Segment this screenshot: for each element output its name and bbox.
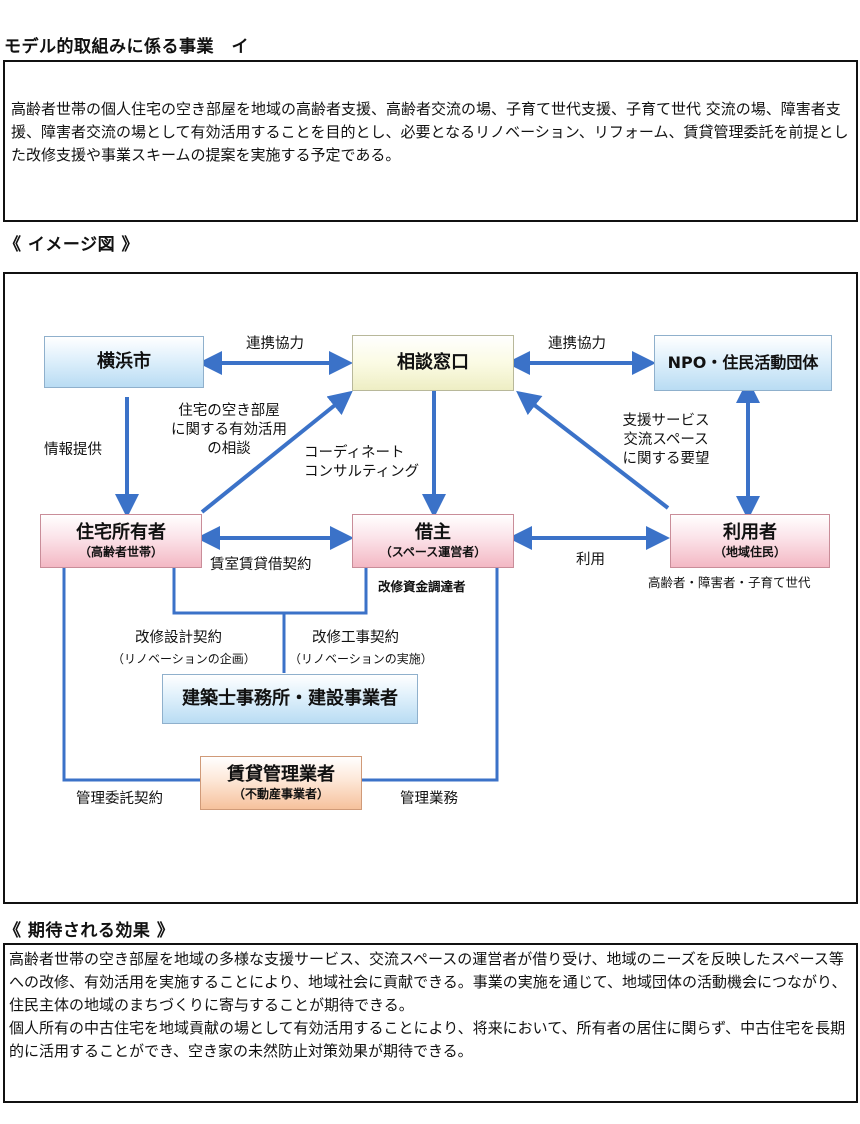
label-coordinate: コーディネート コンサルティング: [304, 444, 419, 482]
effect-text: 高齢者世帯の空き部屋を地域の多様な支援サービス、交流スペースの運営者が借り受け、…: [9, 948, 855, 1063]
description-frame: 高齢者世帯の個人住宅の空き部屋を地域の高齢者支援、高齢者交流の場、子育て世代支援…: [3, 60, 858, 222]
node-owner: 住宅所有者 （高齢者世帯）: [40, 514, 202, 568]
label-riyou: 利用: [576, 552, 605, 568]
arrow-owner-soudan: [200, 390, 353, 514]
label-akibeya: 住宅の空き部屋 に関する有効活用 の相談: [160, 402, 298, 459]
node-owner-sublabel: （高齢者世帯）: [78, 545, 163, 559]
line-owner-kanri: [62, 566, 200, 782]
node-karinushi-sublabel: （スペース運営者）: [379, 545, 487, 559]
arrow-riyousha-soudan: [516, 390, 670, 510]
label-coordinate-1: コーディネート: [304, 445, 405, 461]
label-shien-3: に関する要望: [622, 451, 710, 467]
node-soudan-label: 相談窓口: [397, 352, 469, 373]
label-kanri-gyomu: 管理業務: [400, 791, 458, 807]
node-kanri: 賃貸管理業者 （不動産事業者）: [200, 756, 362, 810]
label-shien-2: 交流スペース: [623, 432, 709, 448]
node-karinushi-label: 借主: [415, 522, 451, 543]
section-heading-business: モデル的取組みに係る事業 イ: [4, 37, 249, 57]
label-kouji-sub: （リノベーションの実施）: [289, 652, 433, 666]
label-sekkei: 改修設計契約: [135, 630, 222, 646]
node-yokohama: 横浜市: [44, 336, 204, 388]
effect-paragraph-1: 高齢者世帯の空き部屋を地域の多様な支援サービス、交流スペースの運営者が借り受け、…: [9, 950, 847, 1014]
label-akibeya-1: 住宅の空き部屋: [178, 403, 280, 419]
node-soudan: 相談窓口: [352, 335, 514, 391]
label-shien-1: 支援サービス: [622, 413, 710, 429]
label-shien: 支援サービス 交流スペース に関する要望: [606, 412, 726, 469]
node-kenchiku: 建築士事務所・建設事業者: [162, 674, 418, 724]
label-akibeya-2: に関する有効活用: [171, 422, 287, 438]
label-renkei-left: 連携協力: [246, 336, 304, 352]
node-yokohama-label: 横浜市: [97, 351, 151, 372]
label-kanri-itaku: 管理委託契約: [76, 791, 163, 807]
node-kanri-label: 賃貸管理業者: [227, 764, 335, 785]
label-users-types: 高齢者・障害者・子育て世代: [648, 575, 811, 590]
node-kenchiku-label: 建築士事務所・建設事業者: [182, 688, 398, 709]
line-karinushi-kanri: [362, 566, 499, 782]
description-text: 高齢者世帯の個人住宅の空き部屋を地域の高齢者支援、高齢者交流の場、子育て世代支援…: [11, 100, 849, 164]
section-heading-effect: 《 期待される効果 》: [4, 921, 175, 941]
section-heading-image: 《 イメージ図 》: [4, 235, 139, 255]
node-riyousha-sublabel: （地域住民）: [713, 545, 786, 559]
node-npo: NPO・住民活動団体: [654, 335, 832, 391]
label-joho: 情報提供: [44, 442, 102, 458]
effect-frame: 高齢者世帯の空き部屋を地域の多様な支援サービス、交流スペースの運営者が借り受け、…: [3, 943, 858, 1103]
label-sekkei-sub: （リノベーションの企画）: [112, 652, 256, 666]
node-riyousha-label: 利用者: [723, 522, 777, 543]
label-shikin: 改修資金調達者: [378, 579, 466, 594]
label-renkei-right: 連携協力: [548, 336, 606, 352]
line-kaishu-bracket: [172, 566, 368, 615]
node-karinushi: 借主 （スペース運営者）: [352, 514, 514, 568]
diagram-frame: [3, 272, 858, 904]
node-npo-label: NPO・住民活動団体: [667, 353, 819, 372]
label-kouji: 改修工事契約: [312, 630, 399, 646]
node-riyousha: 利用者 （地域住民）: [670, 514, 830, 568]
node-owner-label: 住宅所有者: [76, 522, 166, 543]
effect-paragraph-2: 個人所有の中古住宅を地域貢献の場として有効活用することにより、将来において、所有…: [9, 1019, 846, 1060]
label-coordinate-2: コンサルティング: [304, 464, 420, 480]
label-chintai: 賃室賃貸借契約: [210, 557, 312, 573]
label-akibeya-3: の相談: [207, 441, 251, 457]
node-kanri-sublabel: （不動産事業者）: [232, 787, 329, 801]
